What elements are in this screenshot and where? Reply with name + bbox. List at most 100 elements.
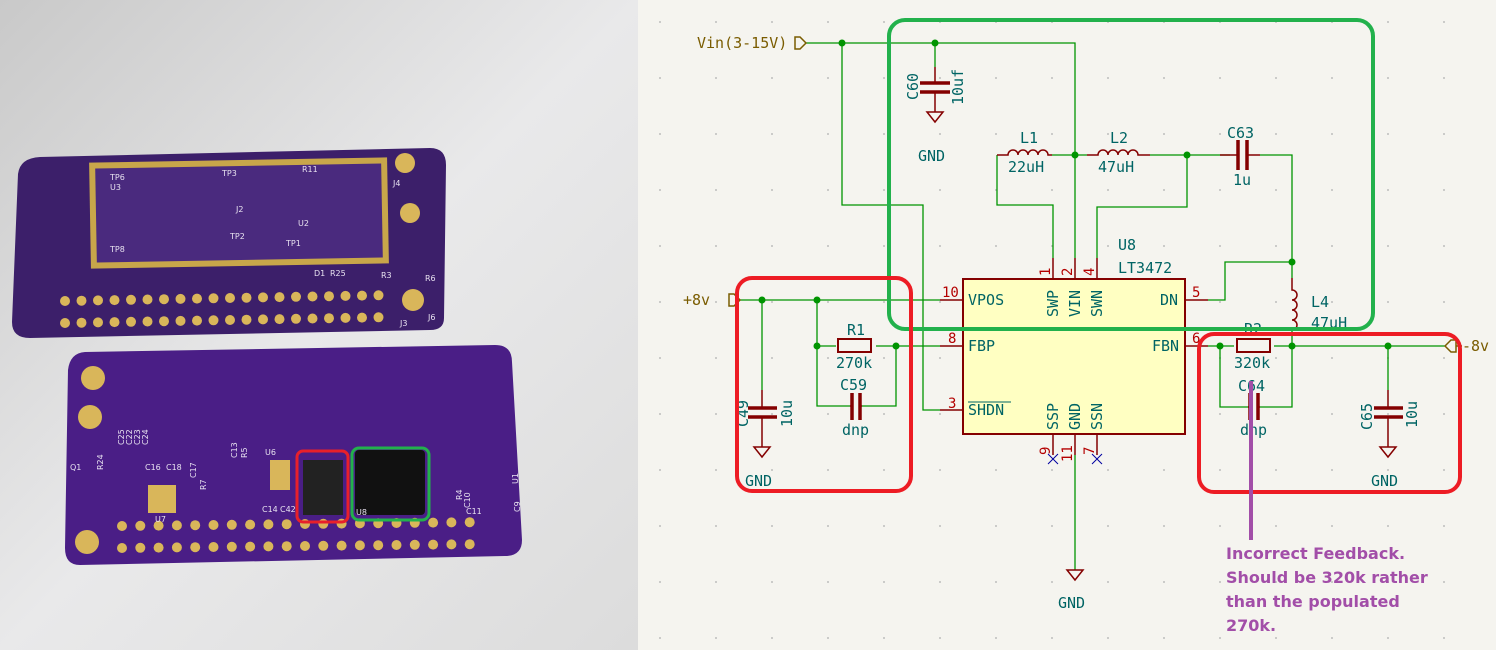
resistor-r1[interactable]: R1 270k xyxy=(836,321,872,372)
header-pad xyxy=(192,293,202,304)
ground-icon xyxy=(1065,569,1085,582)
silk-c17: C17 xyxy=(189,462,198,478)
header-pad xyxy=(93,295,103,306)
svg-text:LT3472: LT3472 xyxy=(1118,259,1172,277)
header-pad xyxy=(464,539,475,550)
svg-text:DN: DN xyxy=(1160,291,1178,309)
header-pad xyxy=(109,295,120,306)
header-pad xyxy=(318,518,329,529)
silk-u2: U2 xyxy=(298,219,309,228)
header-pad xyxy=(357,312,367,323)
schematic: Vin(3-15V) +8v -8v C60 10uf GND L1 22uH … xyxy=(638,0,1496,650)
silk-r4: R4 xyxy=(455,489,464,500)
header-pad xyxy=(340,290,351,301)
svg-text:VPOS: VPOS xyxy=(968,291,1004,309)
problem-highlight-box xyxy=(295,449,350,524)
vin-label: Vin(3-15V) xyxy=(697,34,787,52)
svg-text:7: 7 xyxy=(1082,447,1098,455)
silk-u7: U7 xyxy=(155,515,166,524)
header-pad xyxy=(190,520,201,531)
header-pad xyxy=(373,312,384,323)
capacitor-c65[interactable]: C65 10u GND xyxy=(1358,390,1421,490)
silk-r25: R25 xyxy=(330,269,346,278)
header-pad xyxy=(281,519,292,530)
header-pad xyxy=(159,294,169,305)
silk-c22: C22 xyxy=(125,429,134,445)
svg-text:3: 3 xyxy=(948,396,956,412)
svg-text:270k.: 270k. xyxy=(1226,616,1276,635)
header-pad xyxy=(117,543,127,553)
header-pad xyxy=(373,290,384,301)
silk-c24: C24 xyxy=(141,429,150,445)
annotation-note: Incorrect Feedback. Should be 320k rathe… xyxy=(1226,544,1428,635)
gnd-label: GND xyxy=(918,147,945,165)
svg-text:FBP: FBP xyxy=(968,337,995,355)
header-pad xyxy=(241,292,252,303)
header-pad xyxy=(225,293,235,303)
header-pad xyxy=(60,296,70,306)
silk-d1: D1 xyxy=(314,269,325,278)
silk-r24: R24 xyxy=(96,454,105,470)
svg-text:GND: GND xyxy=(1066,403,1084,430)
header-pad xyxy=(300,541,310,551)
vin-port-icon xyxy=(794,36,808,50)
header-pad xyxy=(324,291,334,302)
svg-text:dnp: dnp xyxy=(1240,421,1267,439)
silk-tp8: TP8 xyxy=(109,245,125,254)
silk-c14: C14 xyxy=(262,505,278,514)
svg-text:than the populated: than the populated xyxy=(1226,592,1400,611)
header-pad xyxy=(245,541,256,552)
svg-text:L2: L2 xyxy=(1110,129,1128,147)
header-pad xyxy=(142,294,153,305)
silk-u8: U8 xyxy=(356,508,367,517)
svg-text:L1: L1 xyxy=(1020,129,1038,147)
header-pad xyxy=(171,520,182,531)
pcb-bottom-board: U8 U6 U7 Q1 R24 C16 C18 C17 R7 C13 R5 C4… xyxy=(65,345,522,565)
inductor-l1[interactable]: L1 22uH xyxy=(997,129,1052,176)
header-pad xyxy=(307,313,318,324)
svg-text:2: 2 xyxy=(1060,268,1076,276)
ic-u8-lt3472[interactable]: U8 LT3472 10 VPOS 8 FBP 3 SHDN 1 SWP 2 V… xyxy=(940,236,1208,612)
header-pad xyxy=(93,317,103,328)
silk-c13: C13 xyxy=(230,442,239,458)
svg-text:GND: GND xyxy=(1058,594,1085,612)
header-pad xyxy=(373,540,384,551)
header-pad xyxy=(126,316,136,327)
header-pad xyxy=(153,520,164,531)
silk-c23: C23 xyxy=(133,429,142,445)
header-pad xyxy=(245,519,256,530)
header-pad xyxy=(153,542,164,553)
svg-text:10: 10 xyxy=(942,285,959,301)
svg-text:47uH: 47uH xyxy=(1098,158,1134,176)
header-pad xyxy=(258,314,268,325)
capacitor-c60[interactable]: C60 10uf GND xyxy=(904,67,967,165)
header-pad xyxy=(208,315,219,326)
svg-text:Should be 320k rather: Should be 320k rather xyxy=(1226,568,1428,587)
capacitor-c59[interactable]: C59 dnp xyxy=(840,376,869,439)
svg-text:C63: C63 xyxy=(1227,124,1254,142)
header-pad xyxy=(208,542,219,552)
svg-text:GND: GND xyxy=(1371,472,1398,490)
svg-text:SWN: SWN xyxy=(1088,290,1106,317)
svg-text:C59: C59 xyxy=(840,376,867,394)
header-pad xyxy=(76,295,87,306)
header-pad xyxy=(274,292,285,303)
svg-text:10u: 10u xyxy=(1403,401,1421,428)
capacitor-c63[interactable]: C63 1u xyxy=(1220,124,1260,189)
inductor-l2[interactable]: L2 47uH xyxy=(1087,129,1150,176)
silk-tp2: TP2 xyxy=(229,232,245,241)
pcb-photo: TP1 TP2 TP3 TP6 TP8 U2 U3 J2 J3 J4 J6 R1… xyxy=(0,0,638,650)
header-pad xyxy=(354,540,365,551)
header-pad xyxy=(142,316,153,327)
silk-c18: C18 xyxy=(166,463,182,472)
svg-text:C65: C65 xyxy=(1358,403,1376,430)
svg-text:22uH: 22uH xyxy=(1008,158,1044,176)
header-pad xyxy=(324,313,334,324)
header-pad xyxy=(263,519,274,530)
header-pad xyxy=(117,521,127,531)
silk-r3: R3 xyxy=(381,271,392,280)
header-pad xyxy=(281,541,292,552)
silk-c9: C9 xyxy=(513,501,522,512)
header-pad xyxy=(391,540,402,550)
neg8v-label: -8v xyxy=(1462,337,1489,355)
